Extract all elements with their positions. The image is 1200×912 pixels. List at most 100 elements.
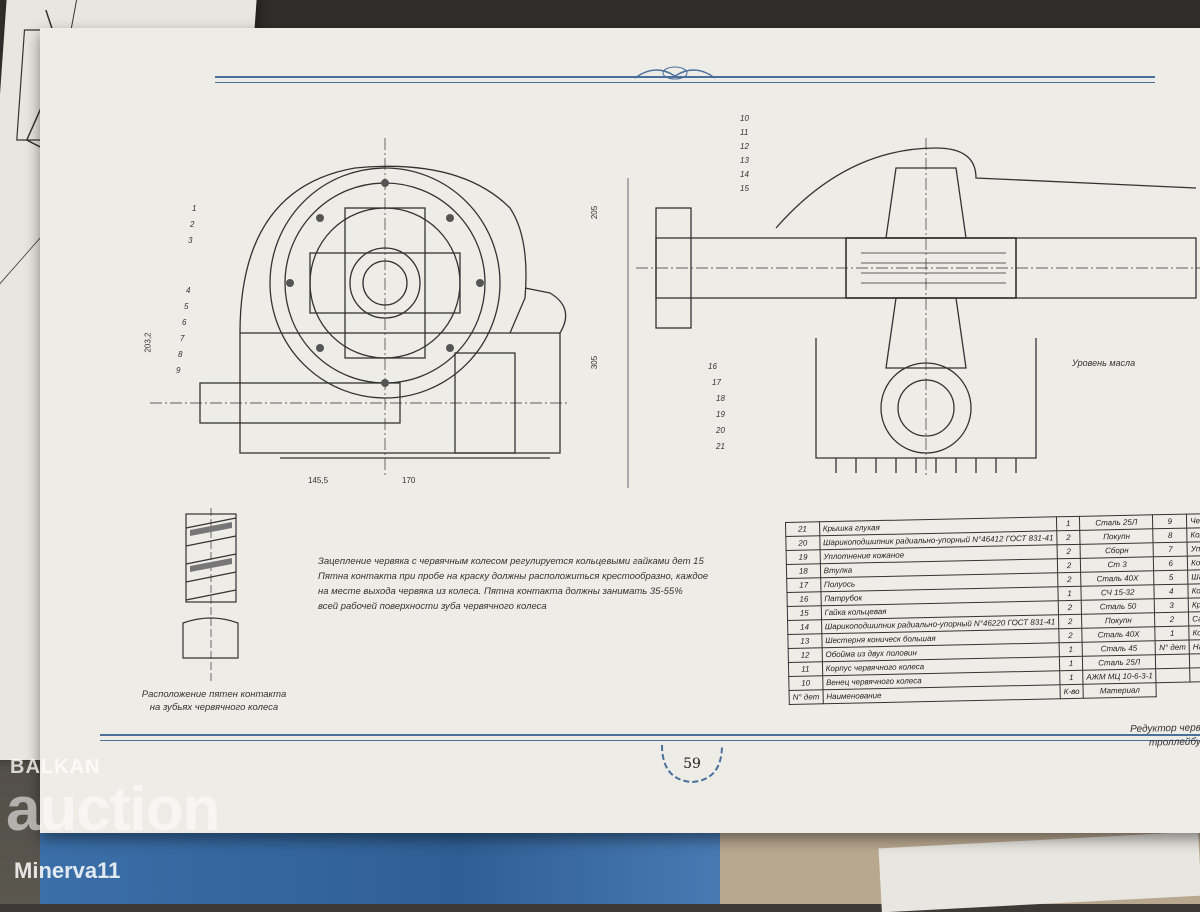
parts-cell-material: АЖМ МЦ 10-6-3-1 [1082,668,1157,685]
parts-cell-qty: 1 [1059,642,1083,657]
parts-cell-n: 14 [787,619,822,635]
callout-number: 13 [740,156,749,165]
bottom-border-inner [100,740,1200,741]
top-border-inner [215,82,1155,83]
callout-number: 8 [178,350,183,359]
caption-line: на зубьях червячного колеса [149,702,279,713]
parts-cell-material: Сталь 50 [1081,598,1155,615]
parts-cell-n2: 4 [1154,584,1189,599]
parts-cell-qty: 2 [1058,600,1082,615]
page-number: 59 [683,756,701,772]
parts-header-n: N° дет [789,689,823,705]
callout-number: 2 [190,220,195,229]
parts-cell-n: 18 [786,563,821,579]
parts-cell-name2: Червяк [1186,509,1200,529]
caption-line: Расположение пятен контакта [141,689,287,700]
tooth-contact-illustration [182,508,239,683]
parts-cell-material: СЧ 15-32 [1080,584,1155,601]
note-line: Зацепление червяка с червячным колесом р… [318,556,704,567]
callout-number: 16 [708,362,717,371]
parts-cell-qty: 1 [1059,670,1083,685]
parts-header-material: Материал [1082,682,1157,699]
callout-number: 1 [192,204,197,213]
callout-number: 9 [176,366,181,375]
drawing-sheet: 59 145,5 170 205 [40,28,1200,833]
assembly-title-line: троллейбуса [1148,736,1200,749]
differential-right-view [636,138,1200,478]
callout-number: 17 [712,378,721,387]
parts-cell-material: Покупн [1079,528,1154,545]
parts-cell-qty: 2 [1056,530,1080,545]
watermark-brand-top: BALKAN [10,756,101,778]
parts-cell-n2: 1 [1155,626,1190,641]
callout-number: 18 [716,394,725,403]
parts-cell-n: 10 [788,675,823,691]
callout-number: 14 [740,170,749,179]
parts-cell-n: 20 [785,535,820,551]
parts-cell-qty: 2 [1058,628,1083,643]
worm-gear-left-view [150,138,629,488]
parts-cell-n: 17 [786,577,821,593]
parts-cell-material: Ст 3 [1080,556,1155,573]
callout-number: 7 [180,334,185,343]
dimension-5: 203,2 [143,332,153,353]
adjustment-note: Зацепление червяка с червячным колесом р… [318,554,738,614]
callout-number: 11 [740,128,749,137]
parts-cell-n: 15 [787,605,822,621]
top-border [215,76,1155,78]
parts-cell-n2: 5 [1154,570,1188,585]
dimension-1: 145,5 [308,476,329,485]
note-line: на месте выхода червяка из колеса. Пятна… [318,586,683,597]
parts-cell-n: 19 [786,549,821,565]
parts-cell-material: Сталь 40Х [1081,626,1156,643]
parts-header-qty: К-во [1060,684,1084,699]
oil-level-label: Уровень масла [1072,358,1136,368]
parts-cell-n: 12 [788,647,823,663]
parts-cell-material: Сталь 25Л [1079,514,1154,531]
parts-cell-n2: 2 [1154,612,1189,627]
callout-number: 10 [740,114,749,123]
parts-cell-qty: 1 [1058,586,1082,601]
callout-number: 20 [716,426,725,435]
parts-cell-n: 21 [785,521,820,537]
parts-cell-material: Сборн [1079,542,1154,559]
parts-cell-qty: 1 [1059,656,1083,671]
callout-number: 6 [182,318,187,327]
callout-number: 3 [188,236,193,245]
parts-cell-n2: N° дет [1155,640,1190,655]
parts-cell-material: Покупн [1081,612,1156,629]
parts-cell-n: 11 [788,661,823,677]
dimension-3: 205 [590,205,600,220]
parts-cell-n2: 9 [1152,514,1187,529]
callout-number: 15 [740,184,749,193]
parts-cell-qty: 2 [1057,572,1081,587]
callout-number: 5 [184,302,189,311]
parts-cell-n2 [1155,654,1190,669]
watermark-brand-main: auction [6,775,220,844]
top-ornament-icon [635,66,715,80]
callout-number: 12 [740,142,749,151]
callout-number: 19 [716,410,725,419]
dimension-4: 305 [590,355,600,370]
parts-cell-qty: 1 [1056,516,1080,531]
parts-cell-qty: 2 [1057,544,1081,559]
assembly-title-line: Редуктор червячный [1129,721,1200,736]
parts-cell-n2: 8 [1153,528,1188,543]
bottom-border [100,734,1200,736]
parts-cell-n: 13 [787,633,822,649]
parts-cell-material: Сталь 45 [1082,640,1156,657]
parts-cell-qty: 2 [1058,614,1082,629]
callout-number: 21 [716,442,725,451]
parts-cell-n2: 6 [1153,556,1188,571]
parts-cell-n2 [1156,668,1191,683]
parts-cell-material: Сталь 40Х [1080,570,1155,587]
note-line: всей рабочей поверхности зуба червячного… [318,601,547,612]
parts-cell-n: 16 [786,591,821,607]
dimension-2: 170 [402,476,416,485]
parts-cell-material: Сталь 25Л [1082,654,1157,671]
parts-cell-n2: 7 [1153,542,1188,557]
parts-cell-qty: 2 [1057,558,1081,573]
parts-cell-n2: 3 [1154,598,1189,613]
